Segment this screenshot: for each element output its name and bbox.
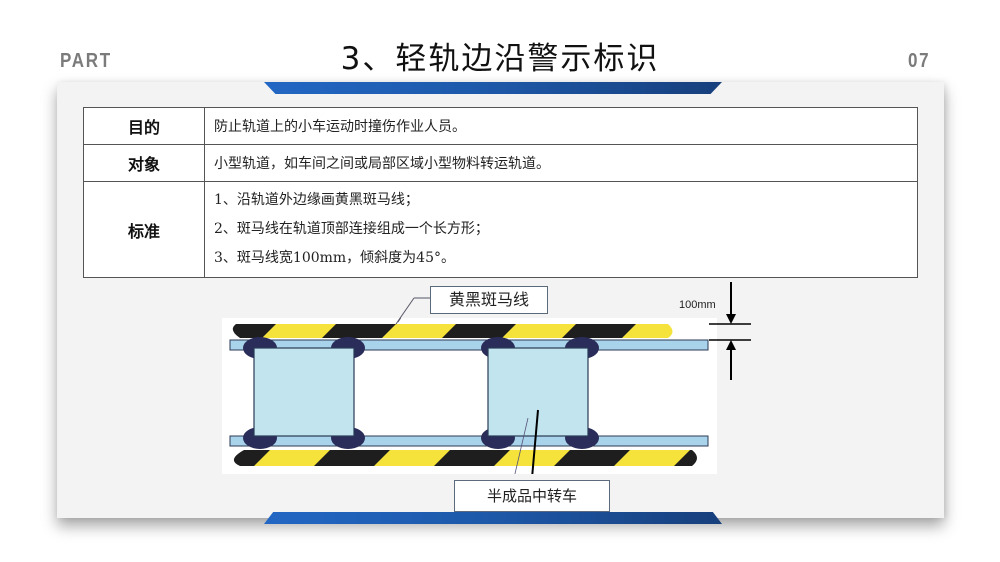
- row-value: 防止轨道上的小车运动时撞伤作业人员。: [204, 107, 918, 145]
- title-accent-bar: [264, 82, 722, 94]
- standard-line: 2、斑马线在轨道顶部连接组成一个长方形；: [214, 221, 489, 237]
- callout-zebra-stripe: 黄黑斑马线: [430, 286, 548, 314]
- rail-diagram: [222, 287, 717, 479]
- row-value: 小型轨道，如车间之间或局部区域小型物料转运轨道。: [204, 144, 918, 182]
- table-row-standard: 标准 1、沿轨道外边缘画黄黑斑马线； 2、斑马线在轨道顶部连接组成一个长方形； …: [83, 181, 918, 278]
- row-key: 对象: [83, 144, 205, 182]
- table-row-purpose: 目的 防止轨道上的小车运动时撞伤作业人员。: [83, 107, 918, 145]
- callout-leader-top: [395, 297, 431, 325]
- zebra-stripe-top: [232, 324, 673, 338]
- rail-diagram-illustration: [229, 287, 709, 479]
- row-key: 目的: [83, 107, 205, 145]
- dimension-label: 100mm: [679, 299, 716, 311]
- part-label: PART: [60, 50, 112, 72]
- page-number: 07: [907, 50, 930, 72]
- standard-line: 1、沿轨道外边缘画黄黑斑马线；: [214, 192, 419, 208]
- row-key: 标准: [83, 181, 205, 278]
- cart-left: [253, 347, 355, 437]
- zebra-stripe-bottom: [233, 450, 697, 466]
- info-table: 目的 防止轨道上的小车运动时撞伤作业人员。 对象 小型轨道，如车间之间或局部区域…: [83, 107, 918, 278]
- row-value: 1、沿轨道外边缘画黄黑斑马线； 2、斑马线在轨道顶部连接组成一个长方形； 3、斑…: [204, 181, 918, 278]
- footer-accent-bar: [264, 512, 722, 524]
- table-row-object: 对象 小型轨道，如车间之间或局部区域小型物料转运轨道。: [83, 144, 918, 182]
- cart-right: [487, 347, 589, 437]
- callout-transfer-cart: 半成品中转车: [454, 480, 610, 512]
- dimension-arrows-icon: [709, 282, 751, 380]
- page-title: 3、轻轨边沿警示标识: [340, 41, 660, 77]
- standard-line: 3、斑马线宽100mm，倾斜度为45°。: [214, 250, 455, 266]
